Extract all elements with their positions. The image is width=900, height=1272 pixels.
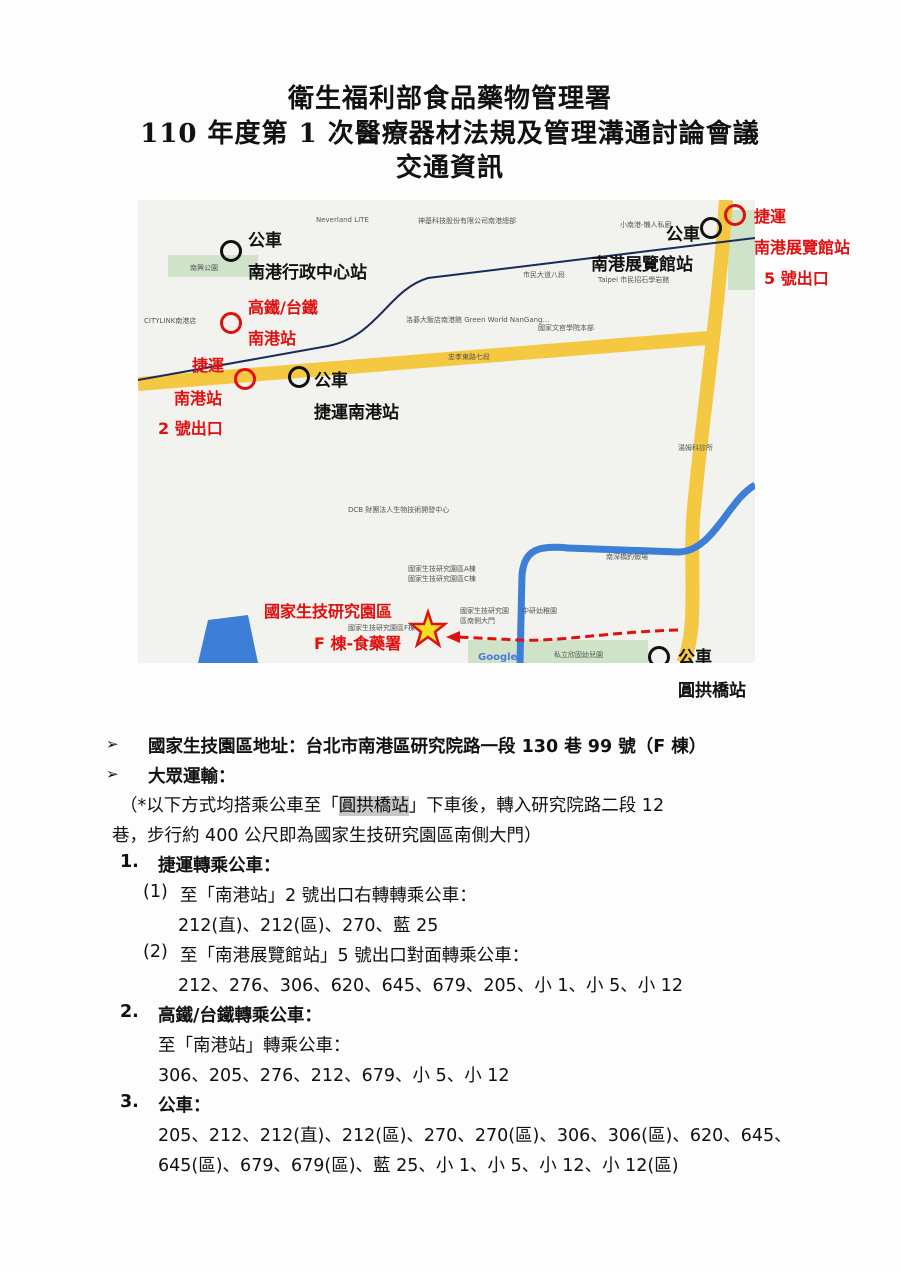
poi-label: 中研幼稚園 [522, 607, 557, 615]
route-arrowhead [446, 631, 460, 643]
map-label: 南港展覽館站 [591, 255, 693, 275]
bus-stop-marker [288, 366, 310, 388]
destination-star-icon [407, 608, 449, 649]
park [468, 640, 648, 663]
item-number: 2. [120, 1002, 139, 1022]
hsr-station-marker [220, 312, 242, 334]
poi-label: Taipei 市民招石學岩館 [598, 276, 670, 284]
lake [198, 615, 258, 663]
poi-label: 忠孝東路七段 [448, 353, 490, 361]
bus-routes: 645(區)、679、679(區)、藍 25、小 1、小 5、小 12、小 12… [158, 1156, 679, 1176]
item-number: 1. [120, 852, 139, 872]
poi-label: 市民大道八段 [523, 271, 565, 279]
title-agency: 衛生福利部食品藥物管理署 [287, 84, 612, 114]
sub-item-text: 至「南港展覽館站」5 號出口對面轉乘公車： [180, 946, 530, 966]
poi-label: 洛碁大飯店南港館 Green World NanGang... [406, 316, 550, 324]
map-label: 捷運 [192, 356, 225, 375]
sub-item-number: (2) [143, 942, 168, 962]
walking-route [457, 628, 679, 642]
map-label: 5 號出口 [764, 269, 829, 288]
item-title: 公車： [158, 1096, 211, 1116]
map-label: 公車 [678, 648, 712, 663]
map-label: 捷運南港站 [314, 403, 399, 423]
poi-label: 神基科技股份有限公司南港總部 [418, 217, 516, 225]
mrt-exit-marker [724, 204, 746, 226]
item-title: 捷運轉乘公車： [158, 856, 281, 876]
poi-label: 國家生技研究園區F棟 [348, 624, 416, 632]
map-label: 公車 [248, 231, 282, 251]
note-line2: 巷，步行約 400 公尺即為國家生技研究園區南側大門） [112, 826, 542, 846]
poi-label: 國家文官學院本部 [538, 324, 594, 332]
map-label: 圓拱橋站 [678, 681, 746, 701]
poi-label: CITYLINK南港店 [144, 317, 197, 325]
map-graphics [138, 200, 755, 663]
poi-label: 國家生技研究園區C棟 [408, 575, 476, 583]
map-label: 2 號出口 [158, 419, 223, 438]
map-label: 國家生技研究園區 [264, 602, 393, 621]
address: 國家生技園區地址：台北市南港區研究院路一段 130 巷 99 號（F 棟） [148, 737, 707, 757]
poi-label: DCB 財團法人生物技術開發中心 [348, 506, 450, 514]
poi-label: 國家生技研究園區南側大門 [460, 607, 509, 625]
note-line1: （*以下方式均搭乘公車至「圓拱橋站」下車後，轉入研究院路二段 12 [120, 792, 664, 817]
bus-stop-marker [648, 646, 670, 663]
title-transport: 交通資訊 [395, 153, 504, 183]
road-yanjiuyuan [676, 200, 733, 663]
bullet-arrow-icon: ➢ [106, 765, 119, 783]
bus-stop-marker [220, 240, 242, 262]
bullet-arrow-icon: ➢ [106, 735, 119, 753]
google-logo: Google [478, 652, 518, 663]
bus-routes: 306、205、276、212、679、小 5、小 12 [158, 1066, 510, 1086]
title-meeting: 110 年度第 1 次醫療器材法規及管理溝通討論會議 [140, 119, 760, 149]
mrt-exit-marker [234, 368, 256, 390]
poi-label: Neverland LITE [316, 216, 369, 224]
map-label: 捷運 [754, 207, 787, 226]
bus-routes: 205、212、212(直)、212(區)、270、270(區)、306、306… [158, 1126, 792, 1146]
map-label: F 棟-食藥署 [314, 634, 402, 653]
map-label: 南港站 [248, 329, 297, 348]
poi-label: 私立欣固幼兒園 [554, 651, 603, 659]
item-title: 高鐵/台鐵轉乘公車： [158, 1006, 322, 1026]
bus-stop-marker [700, 217, 722, 239]
item-text: 至「南港站」轉乘公車： [158, 1036, 351, 1056]
sub-item-number: (1) [143, 882, 168, 902]
map-label: 高鐵/台鐵 [248, 298, 318, 317]
poi-label: 南興公園 [190, 264, 218, 272]
map-label: 南港行政中心站 [248, 263, 367, 283]
item-number: 3. [120, 1092, 139, 1112]
poi-label: 南深橋釣蝦場 [606, 553, 648, 561]
sub-item-text: 至「南港站」2 號出口右轉轉乘公車： [180, 886, 477, 906]
location-map: Neverland LITE 神基科技股份有限公司南港總部 南興公園 CITYL… [138, 200, 755, 663]
rail-line [138, 237, 755, 381]
transit-heading: 大眾運輸： [148, 767, 236, 787]
road-zhongxiao [138, 331, 709, 391]
poi-label: 湯姆科診所 [678, 444, 713, 452]
bus-routes: 212、276、306、620、645、679、205、小 1、小 5、小 12 [178, 976, 684, 996]
map-label: 南港站 [174, 389, 223, 408]
note-text: 」下車後，轉入研究院路二段 12 [408, 796, 665, 816]
poi-label: 國家生技研究園區A棟 [408, 565, 476, 573]
note-text: （*以下方式均搭乘公車至「 [120, 796, 339, 816]
map-label: 南港展覽館站 [754, 238, 851, 257]
note-highlight: 圓拱橋站 [338, 796, 409, 816]
bus-routes: 212(直)、212(區)、270、藍 25 [178, 916, 439, 936]
map-label: 公車 [666, 225, 700, 245]
map-label: 公車 [314, 371, 348, 391]
river [516, 481, 755, 663]
poi-label: 小南港-懶人私廚 [620, 221, 672, 229]
